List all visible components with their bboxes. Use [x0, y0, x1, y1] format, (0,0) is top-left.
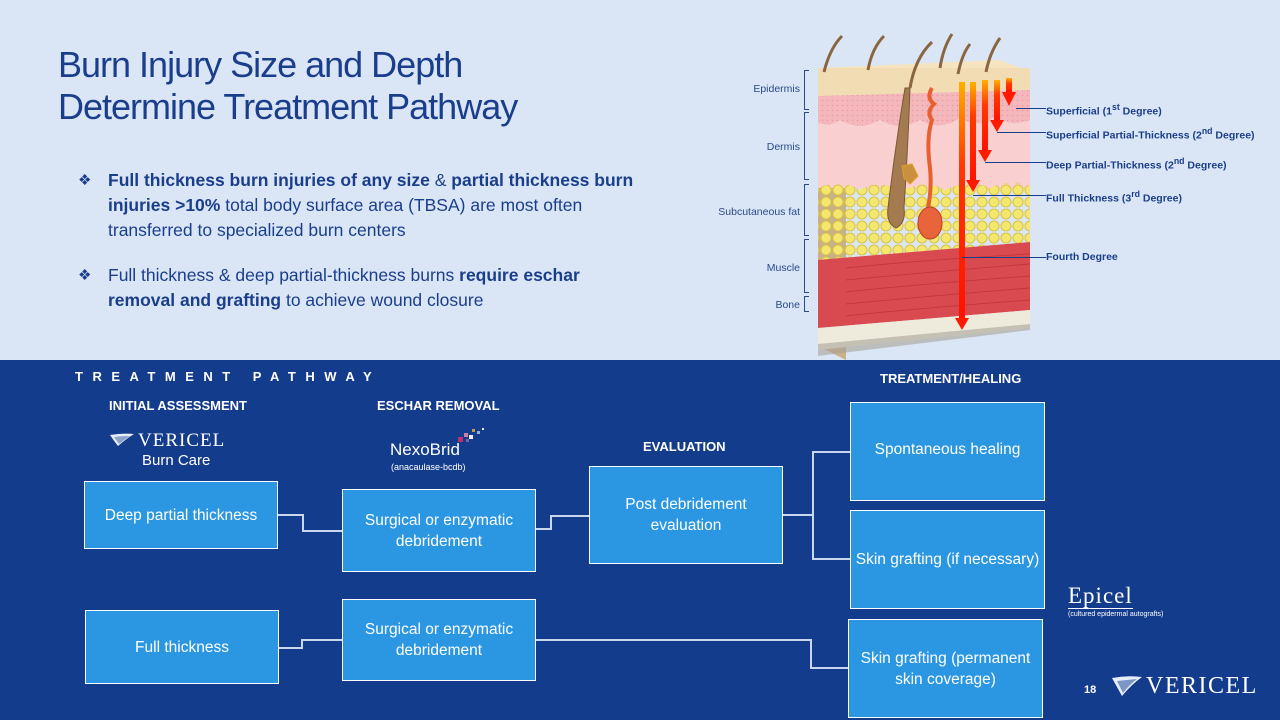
- connector-line: [550, 515, 589, 517]
- bracket: [804, 239, 809, 293]
- page-number: 18: [1084, 684, 1097, 696]
- arrow-deep-partial: [978, 150, 992, 162]
- nexobrid-brand-text: NexoBrid: [390, 440, 460, 459]
- degree-label-fourth-degree: Fourth Degree: [1046, 251, 1118, 263]
- skin-cross-section-illustration: [818, 33, 1031, 360]
- box-skin-grafting-if-necessary[interactable]: Skin grafting (if necessary): [850, 510, 1045, 609]
- connector-line: [812, 451, 814, 560]
- box-deep-partial-thickness[interactable]: Deep partial thickness: [84, 481, 278, 549]
- arrow-full-thickness: [966, 180, 980, 192]
- connector-line: [782, 514, 813, 516]
- connector-line: [810, 639, 812, 668]
- burn-depth-arrows: [955, 78, 1016, 330]
- diamond-bullet-icon: ❖: [78, 172, 92, 189]
- header-area: [0, 0, 1280, 360]
- bullet-plain-text: to achieve wound closure: [281, 290, 484, 310]
- connector-line: [535, 639, 811, 641]
- arrow-fourth-degree: [955, 318, 969, 330]
- burn-care-text: Burn Care: [142, 452, 211, 469]
- hair-shaft: [908, 40, 934, 89]
- diamond-bullet-icon: ❖: [78, 267, 92, 284]
- degree-label-full-thickness: Full Thickness (3rd Degree): [1046, 189, 1182, 205]
- leader-line: [1016, 108, 1046, 109]
- layer-label-bone: Bone: [775, 299, 800, 311]
- dermis-layer: [818, 116, 1030, 190]
- basal-layer: [818, 90, 1030, 126]
- column-header-initial-assessment: INITIAL ASSESSMENT: [109, 398, 247, 413]
- layer-label-subcutaneous-fat: Subcutaneous fat: [718, 206, 800, 218]
- leader-line: [985, 162, 1046, 163]
- epicel-brand-text: Epicel: [1068, 583, 1133, 609]
- nexobrid-pixels-icon: [458, 428, 484, 442]
- bracket: [804, 184, 809, 236]
- degree-label-superficial: Superficial (1st Degree): [1046, 102, 1162, 118]
- leader-line: [962, 257, 1046, 258]
- box-surgical-enzymatic-debridement-2[interactable]: Surgical or enzymatic debridement: [342, 599, 536, 681]
- column-header-eschar-removal: ESCHAR REMOVAL: [377, 398, 500, 413]
- connector-line: [535, 528, 551, 530]
- bullet-bold-text: Full thickness burn injuries of any size: [108, 170, 430, 190]
- epicel-subtitle: (cultured epidermal autografts): [1068, 611, 1164, 618]
- bullet-bold-text: require eschar removal and grafting: [108, 265, 580, 310]
- layer-label-muscle: Muscle: [766, 262, 800, 274]
- title-line-2: Determine Treatment Pathway: [58, 86, 518, 127]
- epicel-logo: Epicel (cultured epidermal autografts): [1068, 584, 1178, 618]
- arrow-superficial: [1002, 92, 1016, 106]
- bullet-item: ❖ Full thickness & deep partial-thicknes…: [78, 263, 638, 313]
- degree-label-superficial-partial: Superficial Partial-Thickness (2nd Degre…: [1046, 126, 1255, 142]
- hair-follicle: [887, 87, 911, 229]
- vericel-wing-icon: [1112, 676, 1142, 696]
- bullet-item: ❖ Full thickness burn injuries of any si…: [78, 168, 638, 243]
- surface-hairs: [822, 33, 1002, 75]
- leader-line: [973, 195, 1046, 196]
- bullet-text: Full thickness burn injuries of any size…: [108, 170, 633, 240]
- sebaceous-gland: [901, 163, 919, 185]
- vericel-brand-text: VERICEL: [138, 430, 226, 451]
- slide-title: Burn Injury Size and Depth Determine Tre…: [58, 44, 518, 128]
- box-surgical-enzymatic-debridement-1[interactable]: Surgical or enzymatic debridement: [342, 489, 536, 572]
- connector-line: [277, 514, 303, 516]
- box-post-debridement-evaluation[interactable]: Post debridement evaluation: [589, 466, 783, 564]
- connector-line: [812, 451, 850, 453]
- connector-line: [278, 647, 302, 649]
- column-header-treatment-healing: TREATMENT/HEALING: [880, 371, 1022, 386]
- column-header-evaluation: EVALUATION: [643, 439, 726, 454]
- vericel-wing-icon: [110, 433, 134, 446]
- layer-label-dermis: Dermis: [766, 141, 800, 153]
- title-line-1: Burn Injury Size and Depth: [58, 44, 463, 85]
- nexobrid-subtitle: (anacaulase-bcdb): [391, 462, 466, 472]
- bullet-bold-text: partial thickness burn injuries >10%: [108, 170, 634, 215]
- box-skin-grafting-permanent[interactable]: Skin grafting (permanent skin coverage): [848, 619, 1043, 718]
- skin-diagram: Epidermis Dermis Subcutaneous fat Muscle…: [700, 28, 1280, 360]
- arrow-superficial-partial: [990, 120, 1004, 132]
- connector-line: [301, 639, 342, 641]
- bracket: [804, 70, 809, 110]
- bracket: [804, 112, 809, 180]
- box-full-thickness[interactable]: Full thickness: [85, 610, 279, 684]
- layer-label-epidermis: Epidermis: [753, 83, 800, 95]
- connector-line: [812, 558, 850, 560]
- box-spontaneous-healing[interactable]: Spontaneous healing: [850, 402, 1045, 501]
- bullet-text: Full thickness & deep partial-thickness …: [108, 265, 580, 310]
- connector-line: [301, 639, 303, 649]
- bullet-plain-text: &: [429, 170, 452, 190]
- bracket: [804, 296, 809, 312]
- connector-line: [550, 515, 552, 530]
- bullet-plain-text: Full thickness & deep partial-thickness …: [108, 265, 460, 285]
- sweat-gland: [917, 206, 943, 240]
- section-title: TREATMENT PATHWAY: [75, 369, 382, 384]
- sweat-duct: [926, 86, 938, 209]
- connector-line: [302, 530, 342, 532]
- vericel-footer-text: VERICEL: [1146, 673, 1258, 699]
- bullet-plain-text: total body surface area (TBSA) are most …: [108, 195, 583, 240]
- bullet-list: ❖ Full thickness burn injuries of any si…: [78, 168, 638, 333]
- connector-line: [810, 667, 848, 669]
- leader-line: [997, 132, 1046, 133]
- connector-line: [302, 514, 304, 531]
- degree-label-deep-partial: Deep Partial-Thickness (2nd Degree): [1046, 156, 1227, 172]
- muscle-layer: [818, 242, 1030, 328]
